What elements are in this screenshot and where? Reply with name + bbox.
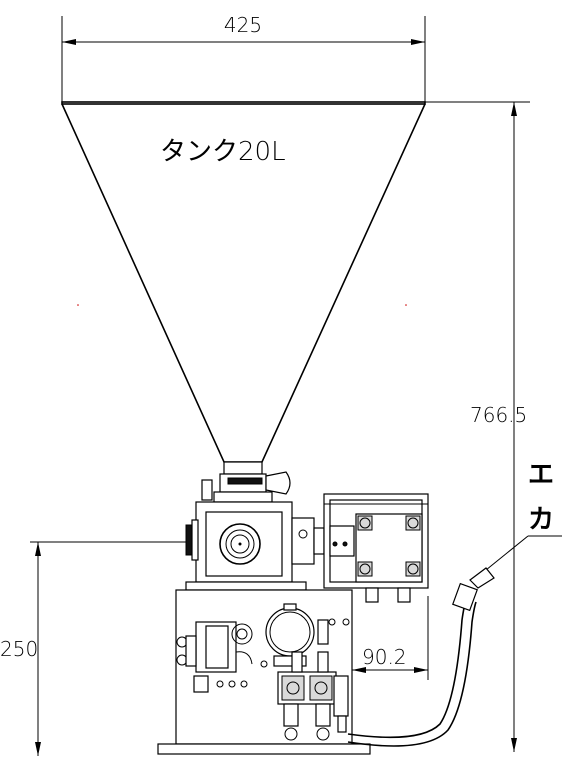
dimension-base-height: 250 [0, 541, 186, 756]
motor-unit [323, 493, 429, 603]
dimension-base-height-label: 250 [0, 637, 38, 661]
dimension-side-offset: 90.2 [352, 596, 429, 680]
dimension-total-height-label: 766.5 [470, 403, 527, 427]
valve-neck [201, 461, 291, 503]
regulator-group-left [176, 621, 253, 693]
dimension-top-width: 425 [61, 13, 426, 102]
hopper-tank: タンク20L [61, 101, 426, 463]
solenoid-valves [277, 651, 349, 741]
dimension-top-width-label: 425 [224, 13, 262, 37]
air-hose [347, 567, 495, 747]
filter-gauge [265, 603, 329, 667]
feeder-body [185, 501, 325, 591]
dimension-total-height: 766.5 [425, 101, 530, 752]
tank-label: タンク20L [160, 137, 286, 167]
dimension-side-offset-label: 90.2 [362, 645, 407, 669]
callout-line-2: カ [528, 505, 554, 535]
callout: エ カ [485, 460, 562, 571]
callout-line-1: エ [528, 460, 554, 490]
